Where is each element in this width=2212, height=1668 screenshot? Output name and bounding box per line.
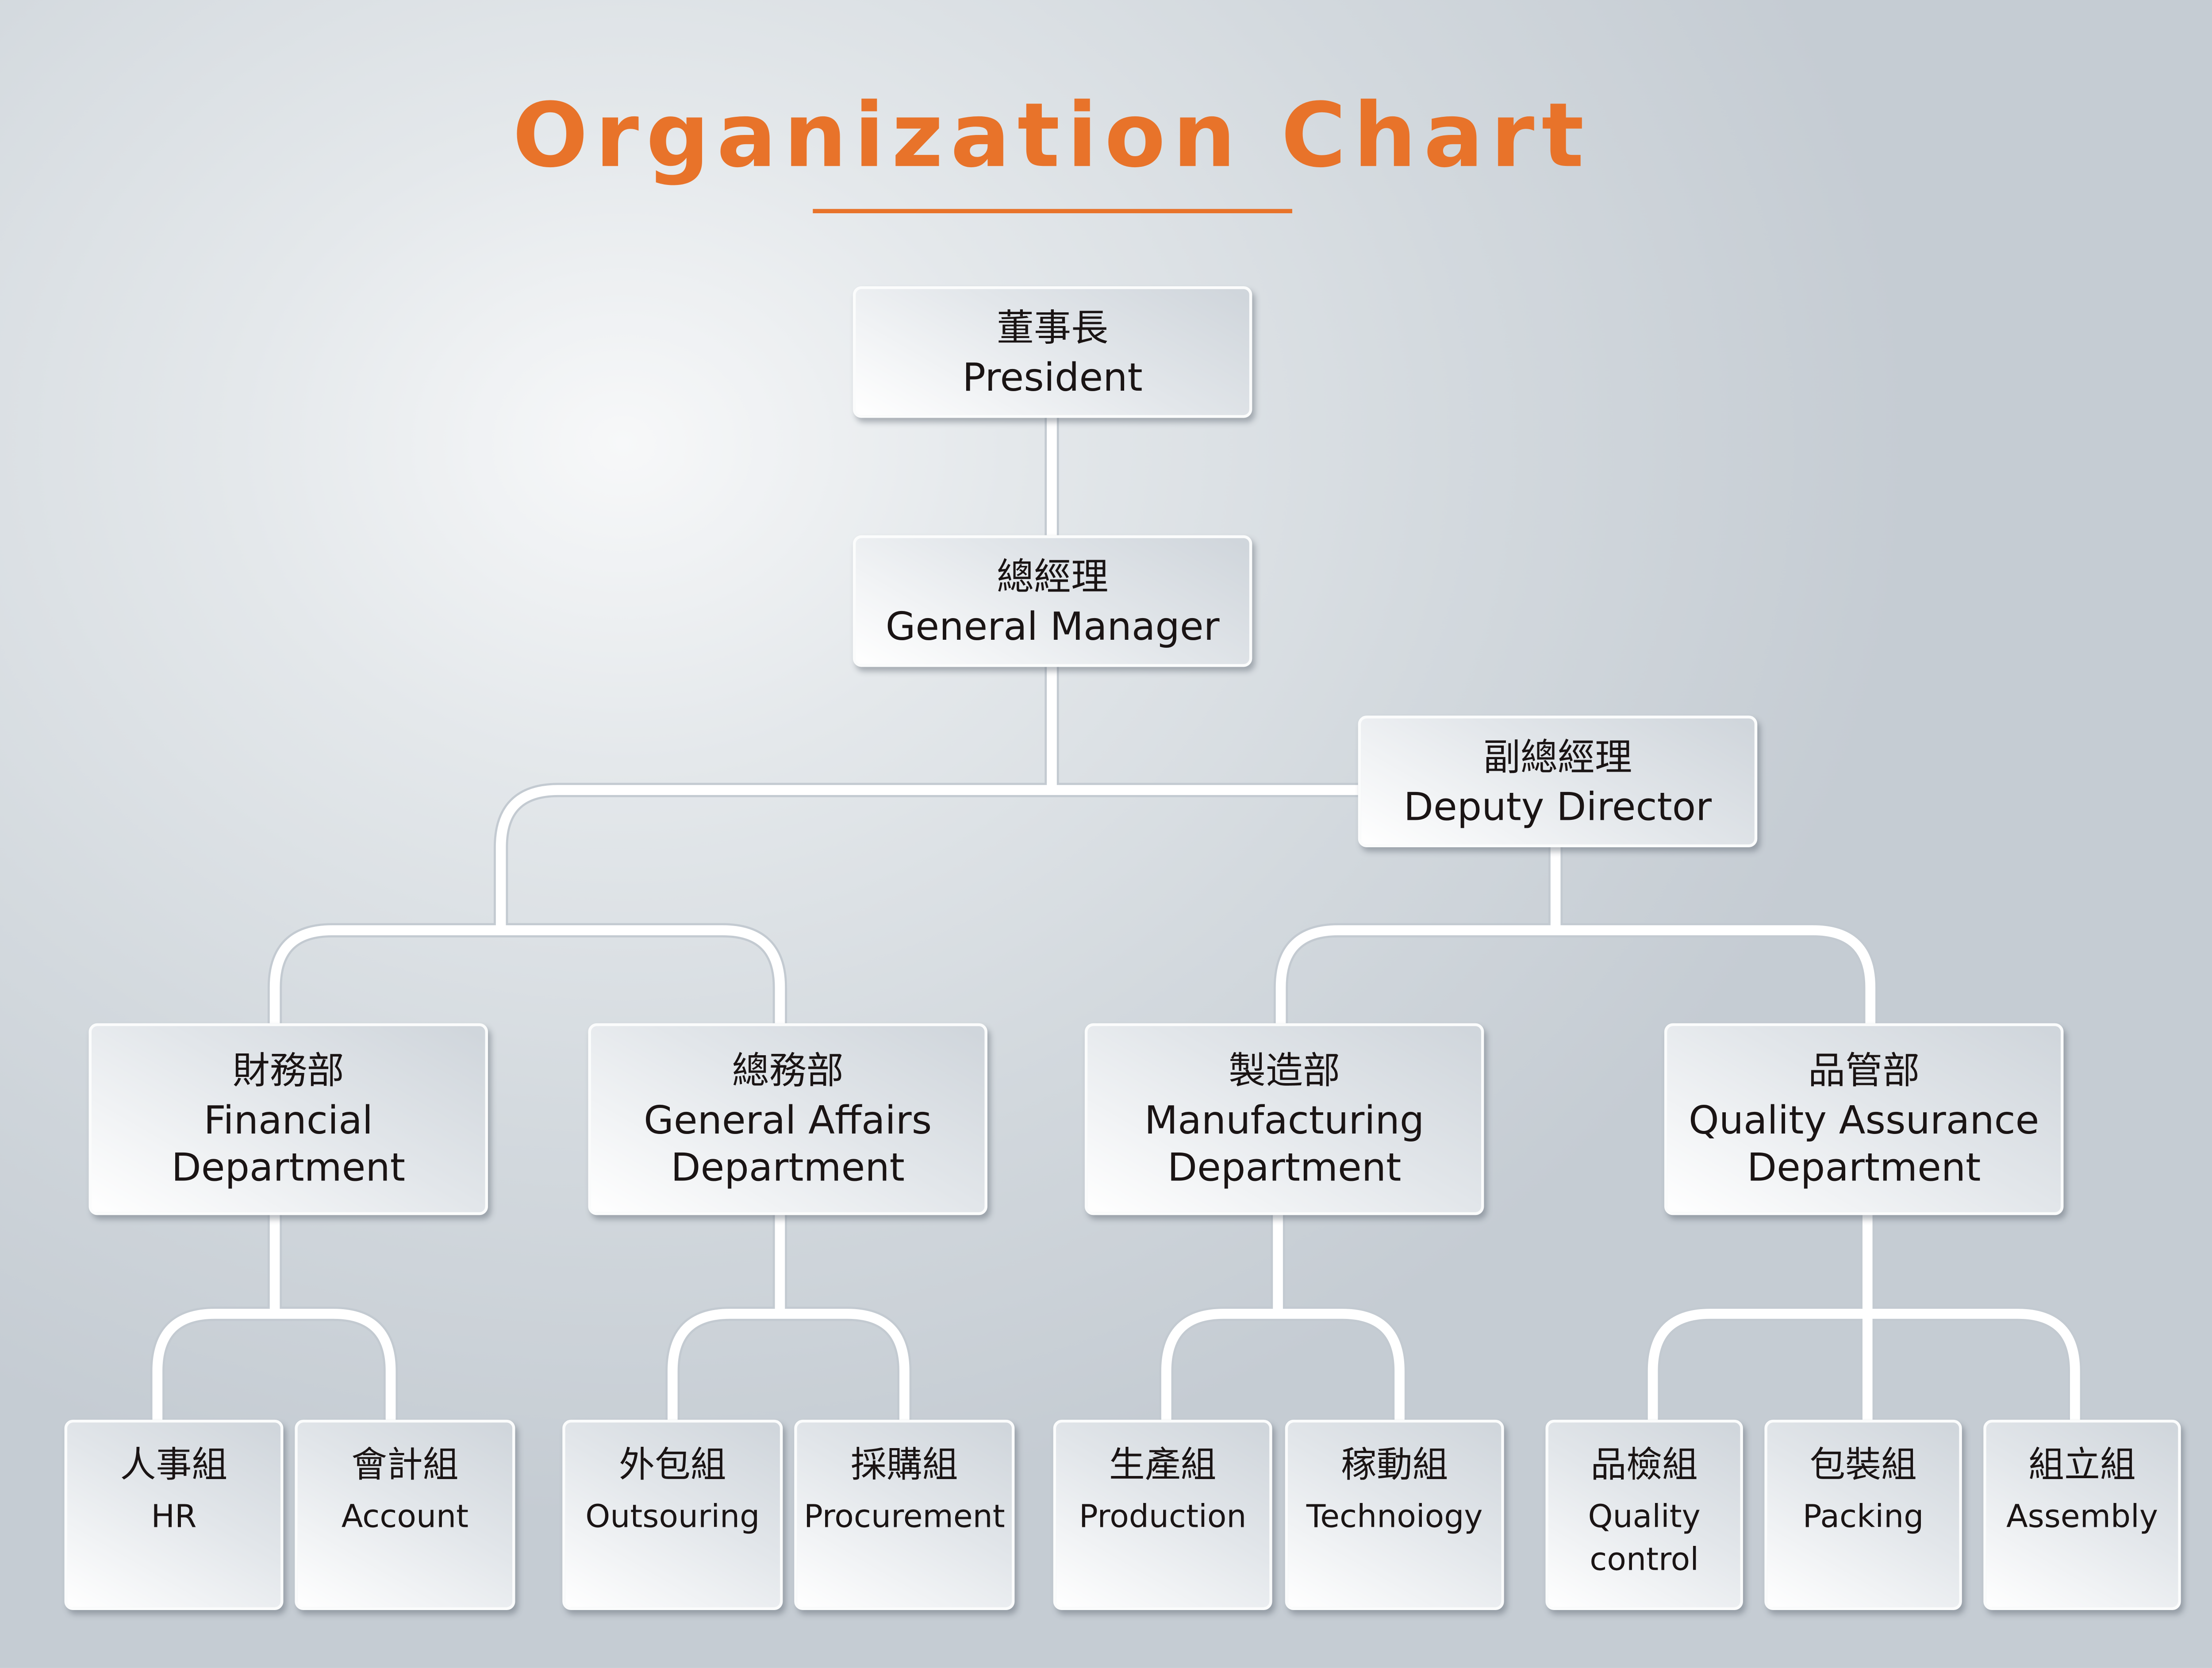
- node-zh-label: 品檢組: [1590, 1444, 1698, 1486]
- node-outsourcing-group: 外包組 Outsouring: [562, 1419, 783, 1610]
- node-hr-group: 人事組 HR: [64, 1419, 284, 1610]
- node-en-label: Procurement: [803, 1499, 1005, 1536]
- node-zh-label: 人事組: [120, 1444, 228, 1486]
- node-en-label: HR: [151, 1499, 197, 1536]
- node-quality-assurance-department: 品管部 Quality Assurance Department: [1664, 1023, 2064, 1215]
- node-zh-label: 包裝組: [1809, 1444, 1917, 1486]
- node-zh-label: 組立組: [2028, 1444, 2136, 1486]
- node-assembly-group: 組立組 Assembly: [1983, 1419, 2181, 1610]
- node-en-label: Technoiogy: [1306, 1499, 1483, 1536]
- node-en-label: General Affairs: [644, 1099, 932, 1144]
- chart-title: Organization Chart: [512, 83, 1591, 188]
- node-en-label-line2: Department: [1167, 1146, 1402, 1191]
- node-president: 董事長 President: [853, 286, 1252, 418]
- node-zh-label: 總務部: [732, 1050, 844, 1094]
- node-quality-control-group: 品檢組 Quality control: [1545, 1419, 1743, 1610]
- node-en-label-line2: Department: [671, 1146, 905, 1191]
- node-en-label-line2: control: [1590, 1543, 1699, 1579]
- node-zh-label: 採購組: [850, 1444, 958, 1486]
- node-en-label: Quality: [1588, 1499, 1701, 1536]
- node-packing-group: 包裝組 Packing: [1764, 1419, 1962, 1610]
- node-zh-label: 副總經理: [1483, 736, 1632, 780]
- node-production-group: 生產組 Production: [1053, 1419, 1272, 1610]
- node-en-label-line2: Department: [171, 1146, 406, 1191]
- node-en-label: President: [962, 355, 1143, 400]
- node-financial-department: 財務部 Financial Department: [88, 1023, 488, 1215]
- node-zh-label: 外包組: [618, 1444, 726, 1486]
- node-procurement-group: 採購組 Procurement: [794, 1419, 1015, 1610]
- node-general-manager: 總經理 General Manager: [853, 535, 1252, 667]
- node-zh-label: 總經理: [996, 556, 1109, 599]
- node-en-label: Deputy Director: [1403, 785, 1712, 830]
- node-en-label: General Manager: [885, 604, 1220, 649]
- connector-fill: [152, 418, 2080, 1420]
- node-zh-label: 會計組: [351, 1444, 459, 1486]
- node-en-label: Outsouring: [585, 1499, 760, 1536]
- node-zh-label: 董事長: [996, 307, 1109, 350]
- node-general-affairs-department: 總務部 General Affairs Department: [588, 1023, 987, 1215]
- node-en-label: Quality Assurance: [1688, 1099, 2039, 1144]
- node-zh-label: 製造部: [1228, 1050, 1340, 1094]
- node-en-label: Financial: [204, 1099, 373, 1144]
- node-zh-label: 財務部: [232, 1050, 344, 1094]
- node-en-label: Packing: [1802, 1499, 1924, 1536]
- node-en-label: Assembly: [2006, 1499, 2158, 1536]
- node-zh-label: 生產組: [1109, 1444, 1217, 1486]
- node-manufacturing-department: 製造部 Manufacturing Department: [1084, 1023, 1484, 1215]
- node-en-label-line2: Department: [1747, 1146, 1981, 1191]
- node-en-label: Manufacturing: [1144, 1099, 1425, 1144]
- node-zh-label: 品管部: [1808, 1050, 1920, 1094]
- node-en-label: Production: [1079, 1499, 1247, 1536]
- node-deputy-director: 副總經理 Deputy Director: [1358, 715, 1758, 847]
- node-zh-label: 稼動組: [1340, 1444, 1448, 1486]
- node-en-label: Account: [341, 1499, 469, 1536]
- title-underline: [813, 209, 1292, 213]
- node-account-group: 會計組 Account: [295, 1419, 515, 1610]
- node-technology-group: 稼動組 Technoiogy: [1285, 1419, 1504, 1610]
